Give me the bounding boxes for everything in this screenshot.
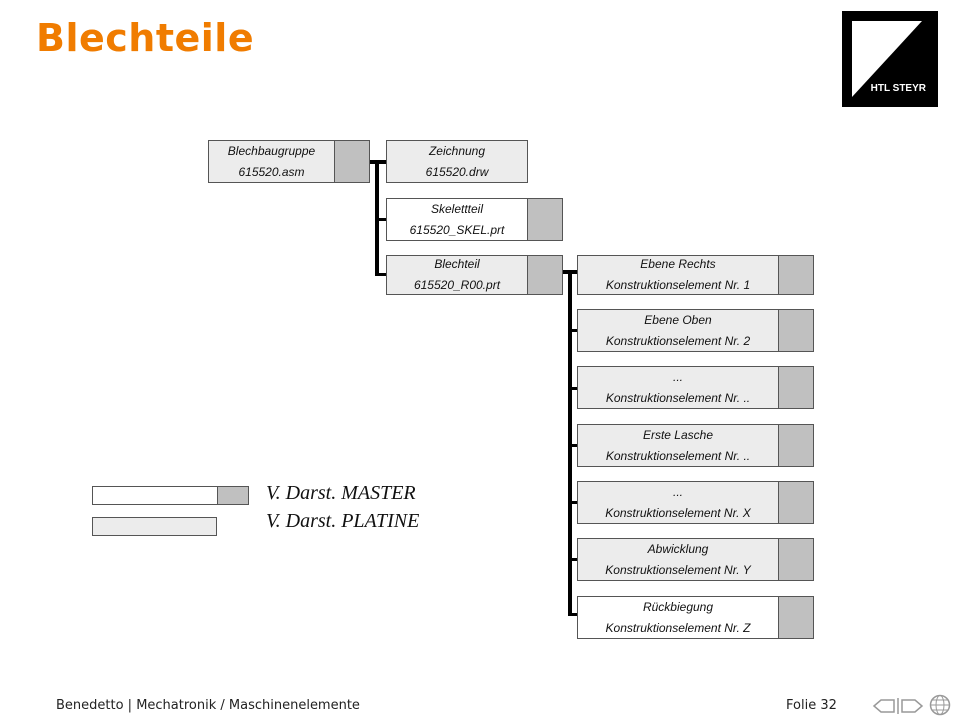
- node-master-square: [778, 425, 813, 466]
- connector-f2: [568, 329, 577, 332]
- node-master-square: [527, 256, 562, 294]
- connector-skeleton-h: [375, 218, 386, 221]
- slide-navigation: [872, 694, 951, 716]
- tree-node-part: Blechteil 615520_R00.prt: [386, 255, 563, 295]
- connector-features-v: [568, 270, 572, 616]
- connector-f5: [568, 501, 577, 504]
- node-file: Konstruktionselement Nr. X: [605, 505, 751, 520]
- globe-icon[interactable]: [929, 694, 951, 716]
- footer-slide-number: Folie 32: [786, 698, 837, 713]
- page-title: Blechteile: [36, 16, 255, 60]
- connector-f3: [568, 387, 577, 390]
- tree-node-feature-3: ... Konstruktionselement Nr. ..: [577, 366, 814, 409]
- node-file: Konstruktionselement Nr. Y: [605, 562, 751, 577]
- node-master-square: [778, 539, 813, 580]
- node-master-square: [334, 141, 369, 182]
- connector-f7: [568, 613, 577, 616]
- node-name: Skelettteil: [430, 201, 484, 216]
- node-name: Erste Lasche: [642, 427, 714, 442]
- node-master-square: [778, 597, 813, 638]
- node-file: 615520.drw: [425, 164, 489, 179]
- node-file: Konstruktionselement Nr. 1: [605, 278, 751, 292]
- node-name: Rückbiegung: [642, 599, 714, 614]
- connector-f4: [568, 444, 577, 447]
- legend-platine-label: V. Darst. PLATINE: [266, 510, 420, 532]
- node-file: 615520.asm: [238, 164, 305, 179]
- connector-part-h: [375, 273, 386, 276]
- tree-node-root: Blechbaugruppe 615520.asm: [208, 140, 370, 183]
- node-master-square: [778, 367, 813, 408]
- next-slide-icon[interactable]: [901, 699, 924, 713]
- node-name: Ebene Oben: [644, 312, 712, 327]
- connector-f6: [568, 558, 577, 561]
- tree-node-skeleton: Skelettteil 615520_SKEL.prt: [386, 198, 563, 241]
- node-master-square: [778, 482, 813, 523]
- node-name: Abwicklung: [647, 541, 709, 556]
- node-file: Konstruktionselement Nr. 2: [605, 333, 751, 348]
- node-master-square: [527, 199, 562, 240]
- node-name: Blechbaugruppe: [227, 143, 316, 158]
- legend-master-label: V. Darst. MASTER: [266, 482, 416, 504]
- node-file: 615520_R00.prt: [413, 278, 501, 292]
- tree-node-drawing: Zeichnung 615520.drw: [386, 140, 528, 183]
- node-master-square: [778, 256, 813, 294]
- svg-text:HTL STEYR: HTL STEYR: [871, 83, 927, 94]
- legend-master-swatch: [92, 486, 249, 505]
- node-name: Zeichnung: [428, 143, 486, 158]
- footer-author: Benedetto | Mechatronik / Maschineneleme…: [56, 698, 360, 713]
- legend-platine-swatch: [92, 517, 217, 536]
- node-master-square: [778, 310, 813, 351]
- previous-slide-icon[interactable]: [872, 699, 895, 713]
- node-name: ...: [672, 484, 683, 499]
- node-file: Konstruktionselement Nr. ..: [605, 448, 751, 463]
- htl-steyr-logo: HTL STEYR: [842, 11, 938, 107]
- node-name: Blechteil: [434, 257, 480, 271]
- node-file: Konstruktionselement Nr. Z: [605, 620, 751, 635]
- node-name: ...: [672, 369, 683, 384]
- node-file: Konstruktionselement Nr. ..: [605, 390, 751, 405]
- node-name: Ebene Rechts: [640, 257, 716, 271]
- node-file: 615520_SKEL.prt: [409, 222, 505, 237]
- tree-node-feature-5: ... Konstruktionselement Nr. X: [577, 481, 814, 524]
